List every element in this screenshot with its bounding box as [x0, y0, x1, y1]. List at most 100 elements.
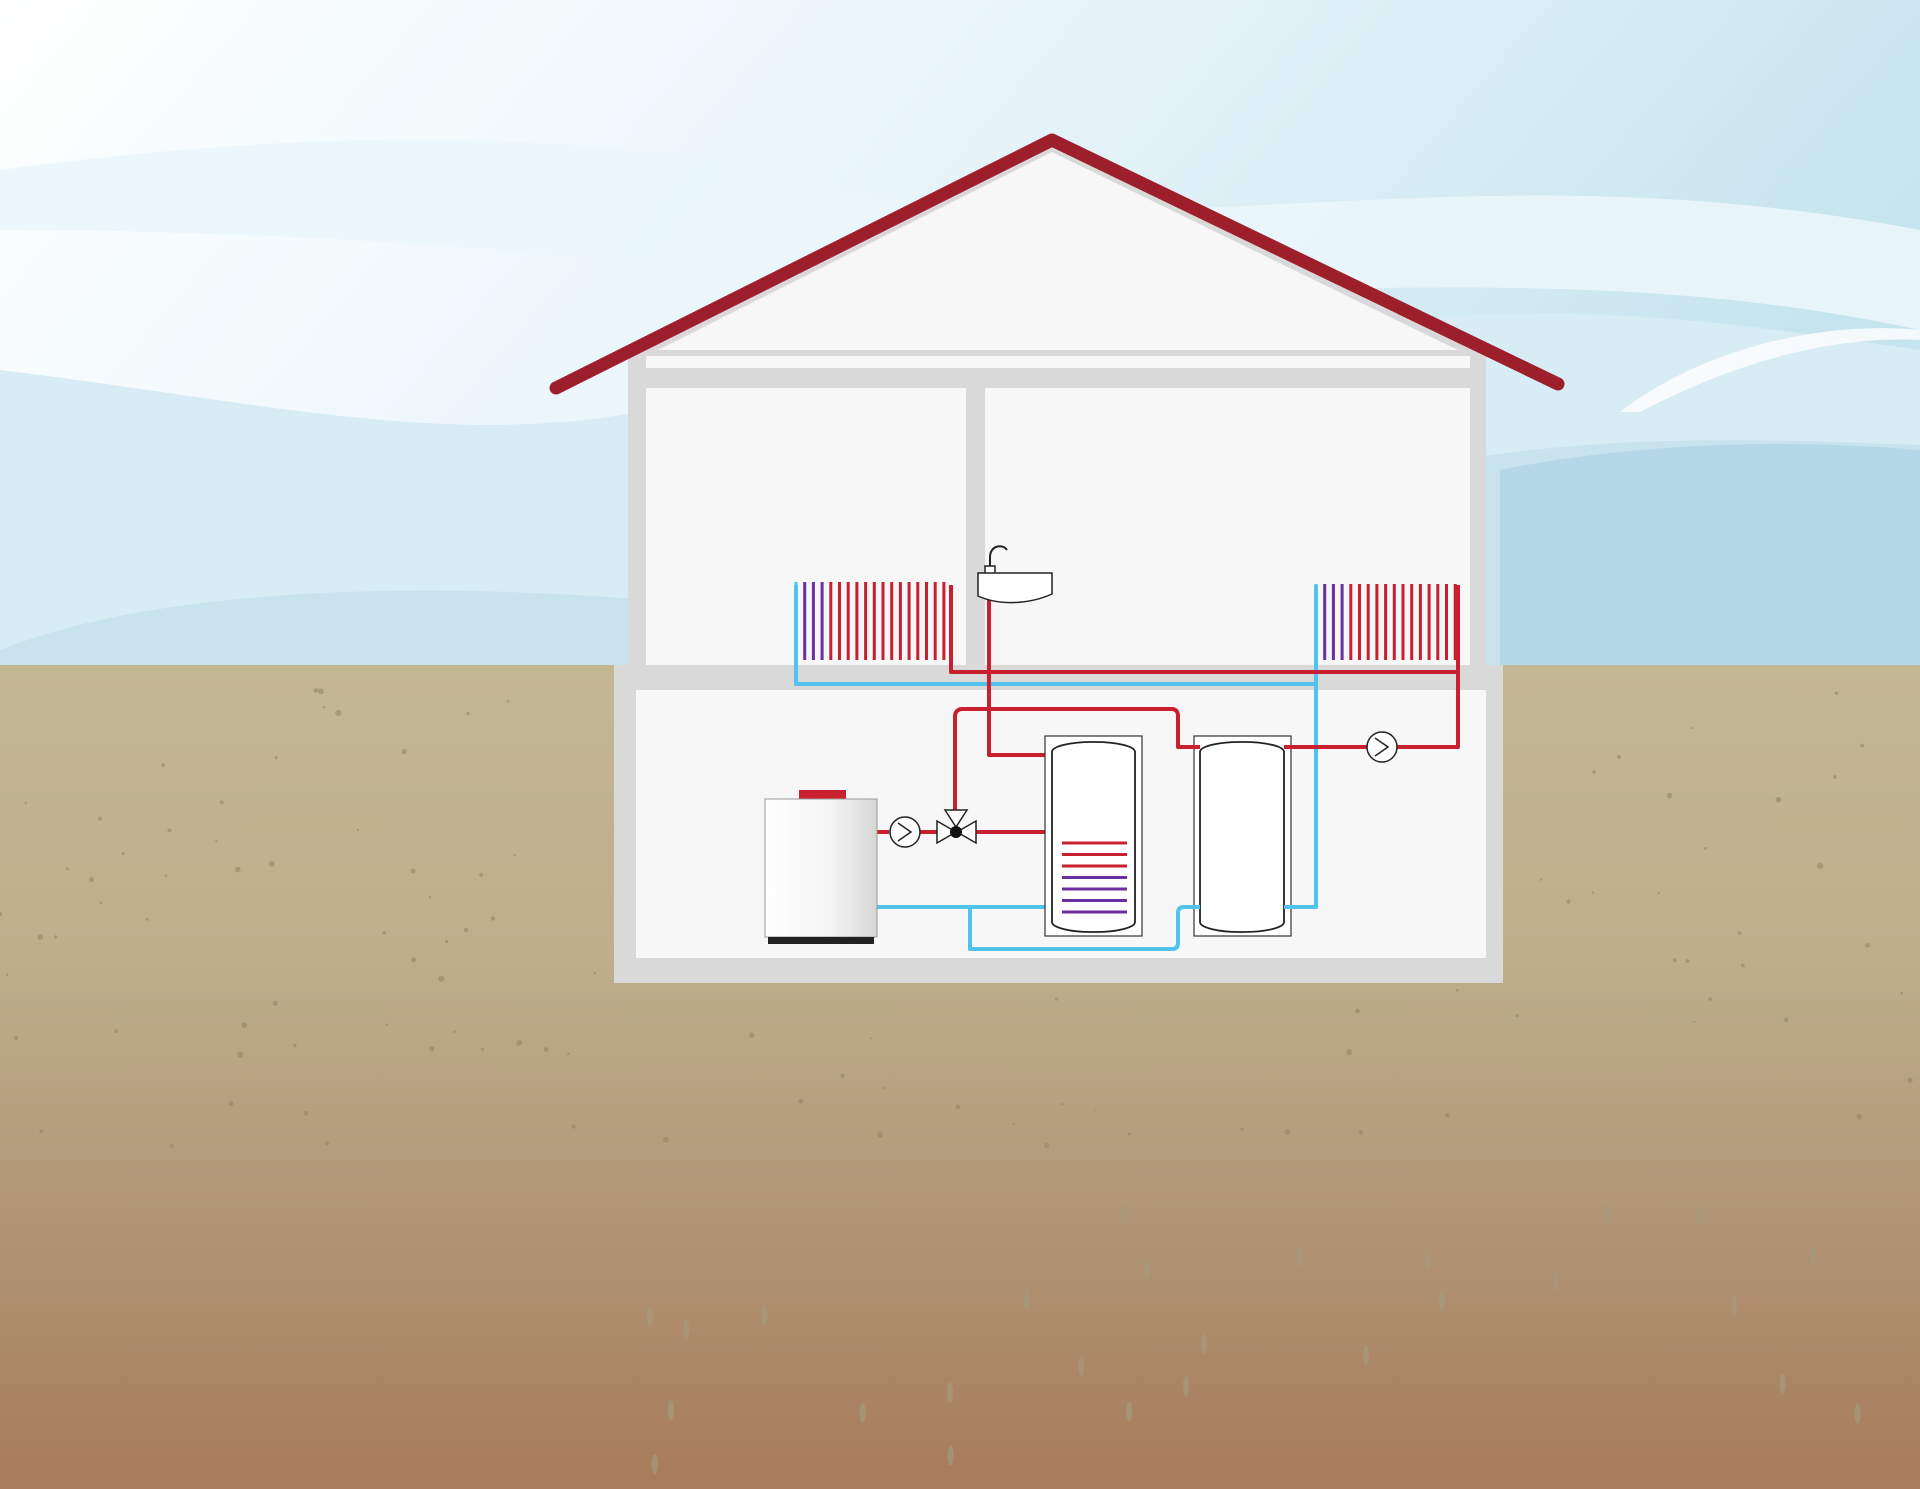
soil-speck — [1127, 1132, 1132, 1136]
soil-speck — [410, 868, 416, 874]
hot-supply-pipe — [949, 585, 1460, 674]
soil-speck — [99, 901, 103, 905]
soil-speck — [1737, 931, 1742, 935]
soil-speck — [428, 896, 431, 899]
soil-speck — [219, 800, 224, 805]
soil-speck — [516, 1039, 522, 1046]
soil-speck — [1616, 754, 1622, 760]
soil-speck — [1907, 1077, 1913, 1083]
soil-speck — [14, 1035, 19, 1040]
soil-stone — [761, 1305, 768, 1326]
soil-speck — [567, 1052, 570, 1055]
soil-speck — [882, 1087, 886, 1090]
upper-room-right — [985, 388, 1470, 665]
soil-speck — [1666, 792, 1673, 799]
hot-supply-pipe — [987, 585, 1072, 757]
soil-speck — [54, 935, 58, 939]
soil-speck — [543, 1047, 549, 1052]
soil-speck — [228, 1101, 234, 1106]
soil-stone — [1200, 1333, 1207, 1354]
soil-speck — [1358, 1130, 1364, 1135]
soil-speck — [121, 852, 125, 856]
soil-speck — [571, 1124, 576, 1129]
soil-speck — [145, 917, 149, 921]
soil-speck — [1657, 891, 1660, 895]
boiler-icon — [764, 790, 878, 944]
soil-speck — [466, 711, 470, 716]
soil-speck — [37, 934, 44, 940]
radiator-left — [794, 582, 946, 660]
soil-stones — [647, 1203, 1861, 1474]
soil-speck — [1690, 726, 1693, 730]
soil-stone — [1078, 1356, 1085, 1377]
soil-stone — [1126, 1401, 1133, 1422]
soil-speck — [335, 709, 342, 717]
soil-speck — [877, 1132, 884, 1138]
soil-speck — [274, 756, 278, 760]
soil-speck — [356, 828, 359, 832]
soil-speck — [1515, 1014, 1519, 1018]
soil-speck — [1693, 1020, 1696, 1024]
soil-speck — [1355, 1008, 1361, 1014]
soil-stone — [651, 1454, 658, 1474]
soil-speck — [1455, 989, 1459, 992]
radiator-right — [1314, 584, 1457, 660]
soil-stone — [1183, 1376, 1189, 1397]
soil-stone — [1296, 1246, 1303, 1267]
soil-specks — [0, 688, 1913, 1148]
soil-speck — [1740, 963, 1745, 968]
soil-stone — [859, 1402, 866, 1423]
soil-speck — [1860, 743, 1865, 748]
soil-speck — [955, 1104, 961, 1110]
soil-speck — [235, 866, 241, 873]
soil-speck — [385, 1023, 388, 1027]
soil-speck — [303, 1110, 309, 1116]
soil-speck — [1900, 991, 1903, 995]
soil-stone — [667, 1400, 674, 1421]
soil-speck — [1346, 1049, 1353, 1056]
soil-speck — [1061, 1102, 1064, 1106]
soil-speck — [97, 816, 102, 821]
soil-speck — [167, 828, 172, 833]
soil-speck — [313, 688, 319, 693]
soil-speck — [411, 957, 417, 963]
soil-stone — [1122, 1205, 1129, 1226]
soil-speck — [382, 931, 386, 935]
soil-speck — [429, 1046, 435, 1052]
soil-stone — [947, 1445, 954, 1466]
soil-stone — [1810, 1244, 1817, 1265]
soil-speck — [401, 749, 407, 755]
soil-speck — [1284, 1129, 1291, 1135]
cold-return-pipe — [968, 905, 1197, 951]
soil-speck — [1539, 878, 1543, 881]
soil-speck — [506, 699, 510, 703]
soil-stone — [1604, 1203, 1611, 1224]
soil-speck — [161, 762, 166, 768]
soil-speck — [444, 939, 449, 944]
soil-speck — [322, 706, 326, 709]
soil-speck — [480, 1047, 485, 1051]
soil-stone — [947, 1382, 953, 1403]
soil-stone — [1553, 1269, 1560, 1290]
soil-speck — [318, 688, 324, 695]
soil-stone — [1854, 1403, 1861, 1424]
soil-speck — [748, 1032, 755, 1039]
soil-speck — [293, 1043, 297, 1048]
soil-speck — [1012, 1122, 1016, 1126]
mixing-valve-icon — [936, 809, 977, 845]
hot-water-cylinder-icon — [1044, 735, 1143, 937]
soil-stone — [1731, 1296, 1738, 1316]
soil-speck — [1672, 958, 1677, 963]
soil-speck — [513, 854, 516, 857]
soil-speck — [1592, 770, 1596, 774]
soil-speck — [268, 860, 275, 867]
soil-speck — [39, 1129, 44, 1134]
soil-speck — [237, 1051, 244, 1058]
soil-speck — [114, 1029, 119, 1034]
pump-icon — [889, 816, 921, 848]
sky-wave — [1500, 444, 1920, 665]
hot-supply-pipe — [1397, 672, 1460, 749]
tank-connections — [1178, 745, 1300, 909]
soil-speck — [1240, 1127, 1244, 1132]
